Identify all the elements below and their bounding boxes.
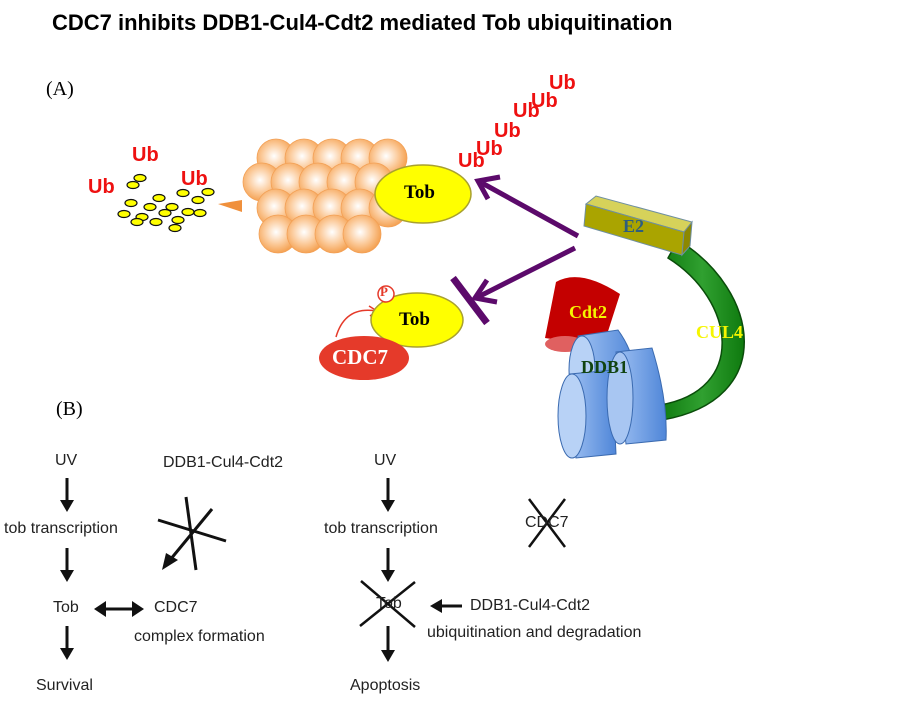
- peptide-fragment: [171, 215, 185, 225]
- left-tob-transcription: tob transcription: [4, 520, 118, 537]
- ub-chain-label: Ub: [531, 90, 558, 112]
- ub-chain-label: Ub: [476, 138, 503, 160]
- left-partner: CDC7: [154, 599, 198, 616]
- left-partner-note: complex formation: [134, 628, 265, 645]
- ub-chain-label: Ub: [458, 150, 485, 172]
- ub-chain-label: Ub: [494, 120, 521, 142]
- phosphorylation-arrow: [335, 309, 377, 338]
- right-cdc7-crossed: CDC7: [525, 514, 569, 531]
- panel-a-label: (A): [46, 78, 74, 100]
- peptide-fragment: [126, 180, 140, 190]
- e2-shape: [583, 195, 693, 257]
- peptide-fragment: [201, 187, 215, 197]
- tob-bottom-shape: [370, 292, 464, 348]
- ubiquitination-arrow: [474, 174, 580, 239]
- panel-b-graphics: [60, 478, 566, 662]
- left-outcome: Survival: [36, 677, 93, 694]
- figure-title: CDC7 inhibits DDB1-Cul4-Cdt2 mediated To…: [52, 10, 673, 35]
- peptide-fragment: [191, 195, 205, 205]
- cul4-label: CUL4: [696, 322, 744, 342]
- peptide-fragment: [149, 217, 163, 227]
- ddb1-shape: [557, 329, 667, 459]
- ub-free-label: Ub: [88, 176, 115, 198]
- phospho-icon: [377, 285, 395, 303]
- cdt2-label: Cdt2: [569, 302, 608, 322]
- tob-top-shape: [374, 164, 472, 224]
- ddb1-label: DDB1: [581, 357, 629, 377]
- tob-bottom-label: Tob: [399, 309, 430, 330]
- ub-free-label: Ub: [181, 168, 208, 190]
- peptide-fragment: [133, 173, 147, 183]
- left-uv: UV: [55, 452, 78, 469]
- peptide-fragment: [165, 202, 179, 212]
- peptide-fragment: [158, 208, 172, 218]
- panel-b-label: (B): [56, 398, 83, 420]
- peptide-fragment: [143, 202, 157, 212]
- proteasome-exit-arrow-icon: [218, 200, 242, 212]
- right-tob-crossed: Tob: [376, 595, 402, 612]
- peptide-fragment: [181, 207, 195, 217]
- ub-chain-label: Ub: [513, 100, 540, 122]
- e2-label: E2: [623, 216, 645, 236]
- cdc7-shape: [319, 336, 409, 380]
- ub-chain-label: Ub: [549, 72, 576, 94]
- peptide-fragment: [124, 198, 138, 208]
- right-outcome: Apoptosis: [350, 677, 421, 694]
- peptide-fragment: [176, 188, 190, 198]
- peptide-fragment: [193, 208, 207, 218]
- peptide-fragment: [168, 223, 182, 233]
- right-tob-transcription: tob transcription: [324, 520, 438, 537]
- ub-free-label: Ub: [132, 144, 159, 166]
- right-complex: DDB1-Cul4-Cdt2: [470, 597, 591, 614]
- left-tob: Tob: [53, 599, 79, 616]
- peptide-fragment: [130, 217, 144, 227]
- inhibition-blocked-arrow: [450, 245, 577, 326]
- phospho-label: P: [380, 284, 388, 299]
- tob-top-label: Tob: [404, 182, 435, 203]
- peptide-fragment: [152, 193, 166, 203]
- proteasome: [242, 138, 408, 254]
- cdc7-label: CDC7: [332, 345, 388, 369]
- proteasome-subunit: [342, 214, 382, 254]
- peptide-fragment: [117, 209, 131, 219]
- left-inhibited-complex: DDB1-Cul4-Cdt2: [163, 454, 284, 471]
- degraded-peptides: [117, 173, 215, 233]
- right-complex-note: ubiquitination and degradation: [427, 624, 642, 641]
- right-uv: UV: [374, 452, 397, 469]
